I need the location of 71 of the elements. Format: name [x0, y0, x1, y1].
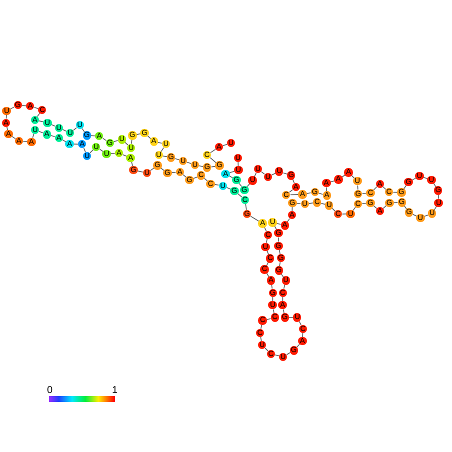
backbone-line: [306, 192, 312, 194]
backbone-line: [157, 142, 162, 144]
scale-tick-label: 1: [112, 386, 118, 396]
backbone-line: [298, 320, 302, 326]
backbone-line: [308, 202, 314, 204]
backbone-line: [174, 158, 180, 160]
backbone-line: [254, 172, 257, 178]
backbone-line: [210, 148, 216, 154]
backbone-line: [137, 170, 144, 172]
backbone-line: [162, 156, 168, 158]
backbone-line: [276, 222, 282, 225]
backbone-line: [34, 106, 39, 109]
backbone-line: [186, 162, 192, 164]
backbone-line: [50, 135, 56, 138]
backbone-line: [273, 309, 274, 314]
backbone-line: [83, 148, 86, 152]
backbone-line: [238, 182, 242, 187]
backbone-line: [288, 317, 294, 318]
backbone-line: [73, 144, 78, 145]
backbone-line: [274, 354, 280, 356]
backbone-line: [32, 133, 34, 138]
backbone-line: [110, 152, 116, 154]
backbone-line: [210, 166, 216, 168]
backbone-line: [278, 237, 279, 242]
backbone-line: [238, 162, 239, 166]
backbone-line: [131, 162, 133, 166]
backbone-line: [245, 204, 247, 210]
backbone-line: [289, 189, 294, 193]
backbone-line: [266, 318, 272, 320]
scale-tick-label: 0: [47, 386, 53, 396]
backbone-line: [362, 192, 367, 194]
backbone-line: [283, 309, 284, 314]
backbone-line: [102, 138, 107, 141]
backbone-line: [38, 130, 44, 134]
backbone-line: [296, 202, 301, 204]
backbone-line: [260, 171, 265, 175]
backbone-line: [393, 202, 398, 204]
backbone-line: [113, 140, 118, 142]
backbone-line: [264, 226, 267, 232]
backbone-line: [438, 194, 439, 200]
backbone-line: [22, 105, 26, 106]
backbone-line: [320, 202, 326, 205]
backbone-line: [266, 238, 268, 244]
backbone-line: [90, 149, 94, 154]
backbone-line: [302, 332, 304, 338]
backbone-line: [292, 178, 295, 184]
backbone-line: [222, 144, 228, 146]
backbone-line: [36, 112, 40, 117]
backbone-line: [279, 262, 281, 267]
backbone-line: [278, 250, 280, 254]
backbone-line: [260, 324, 262, 330]
backbone-line: [6, 126, 8, 130]
backbone-line: [171, 172, 176, 174]
backbone-line: [198, 165, 204, 168]
backbone-line: [290, 194, 299, 196]
backbone-line: [283, 284, 286, 290]
backbone-line: [264, 348, 268, 352]
backbone-line: [362, 202, 367, 204]
backbone-line: [286, 218, 290, 222]
backbone-line: [260, 336, 262, 342]
backbone-line: [282, 172, 288, 174]
backbone-line: [38, 120, 44, 122]
backbone-line: [250, 216, 260, 222]
backbone-line: [160, 147, 164, 152]
backbone-line: [326, 186, 327, 192]
backbone-line: [22, 140, 28, 142]
backbone-line: [73, 127, 77, 131]
backbone-line: [318, 192, 324, 195]
backbone-line: [286, 352, 291, 356]
backbone-line: [82, 128, 85, 132]
backbone-line: [214, 184, 220, 186]
